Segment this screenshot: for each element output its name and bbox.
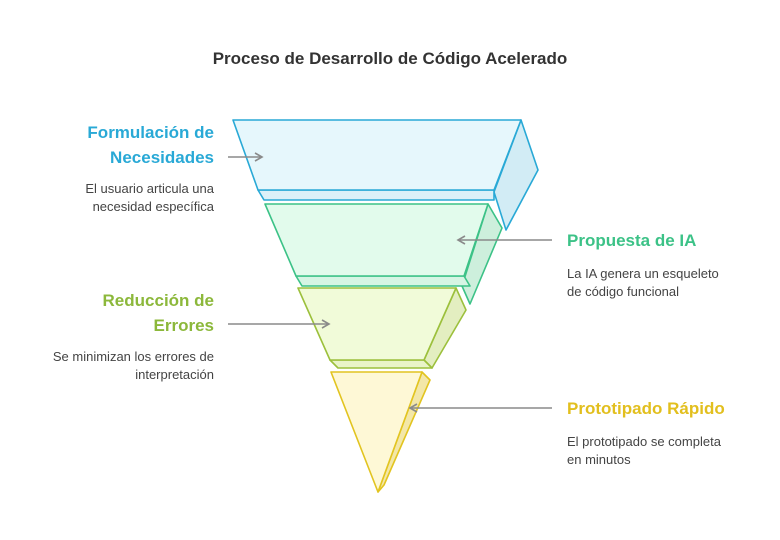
stage-ai-proposal-side xyxy=(461,203,503,305)
funnel-stage-ai-proposal xyxy=(264,203,503,305)
stage-error-reduction-bottom xyxy=(329,359,433,369)
funnel-stage-error-reduction xyxy=(297,287,467,369)
stage-ai-proposal-description: La IA genera un esqueleto de código func… xyxy=(567,266,719,299)
stage-needs-front xyxy=(232,119,522,191)
funnel-stage-needs xyxy=(232,119,539,231)
stage-needs-heading: Formulación de Necesidades xyxy=(87,123,214,167)
stage-prototyping-description: El prototipado se completa en minutos xyxy=(567,434,721,467)
stage-prototyping-front xyxy=(330,371,423,493)
stage-needs-description: El usuario articula una necesidad especí… xyxy=(85,181,214,214)
stage-prototyping-heading: Prototipado Rápido xyxy=(567,399,725,418)
stage-error-reduction-description: Se minimizan los errores de interpretaci… xyxy=(52,349,214,382)
stage-ai-proposal-bottom xyxy=(295,275,471,287)
stage-error-reduction-heading: Reducción de Errores xyxy=(102,291,214,335)
funnel-stage-prototyping xyxy=(330,371,431,493)
stage-needs-bottom xyxy=(257,189,495,201)
stage-ai-proposal-heading: Propuesta de IA xyxy=(567,231,697,250)
stage-ai-proposal-front xyxy=(264,203,489,277)
page-title: Proceso de Desarrollo de Código Acelerad… xyxy=(212,49,568,68)
stage-error-reduction-front xyxy=(297,287,457,361)
